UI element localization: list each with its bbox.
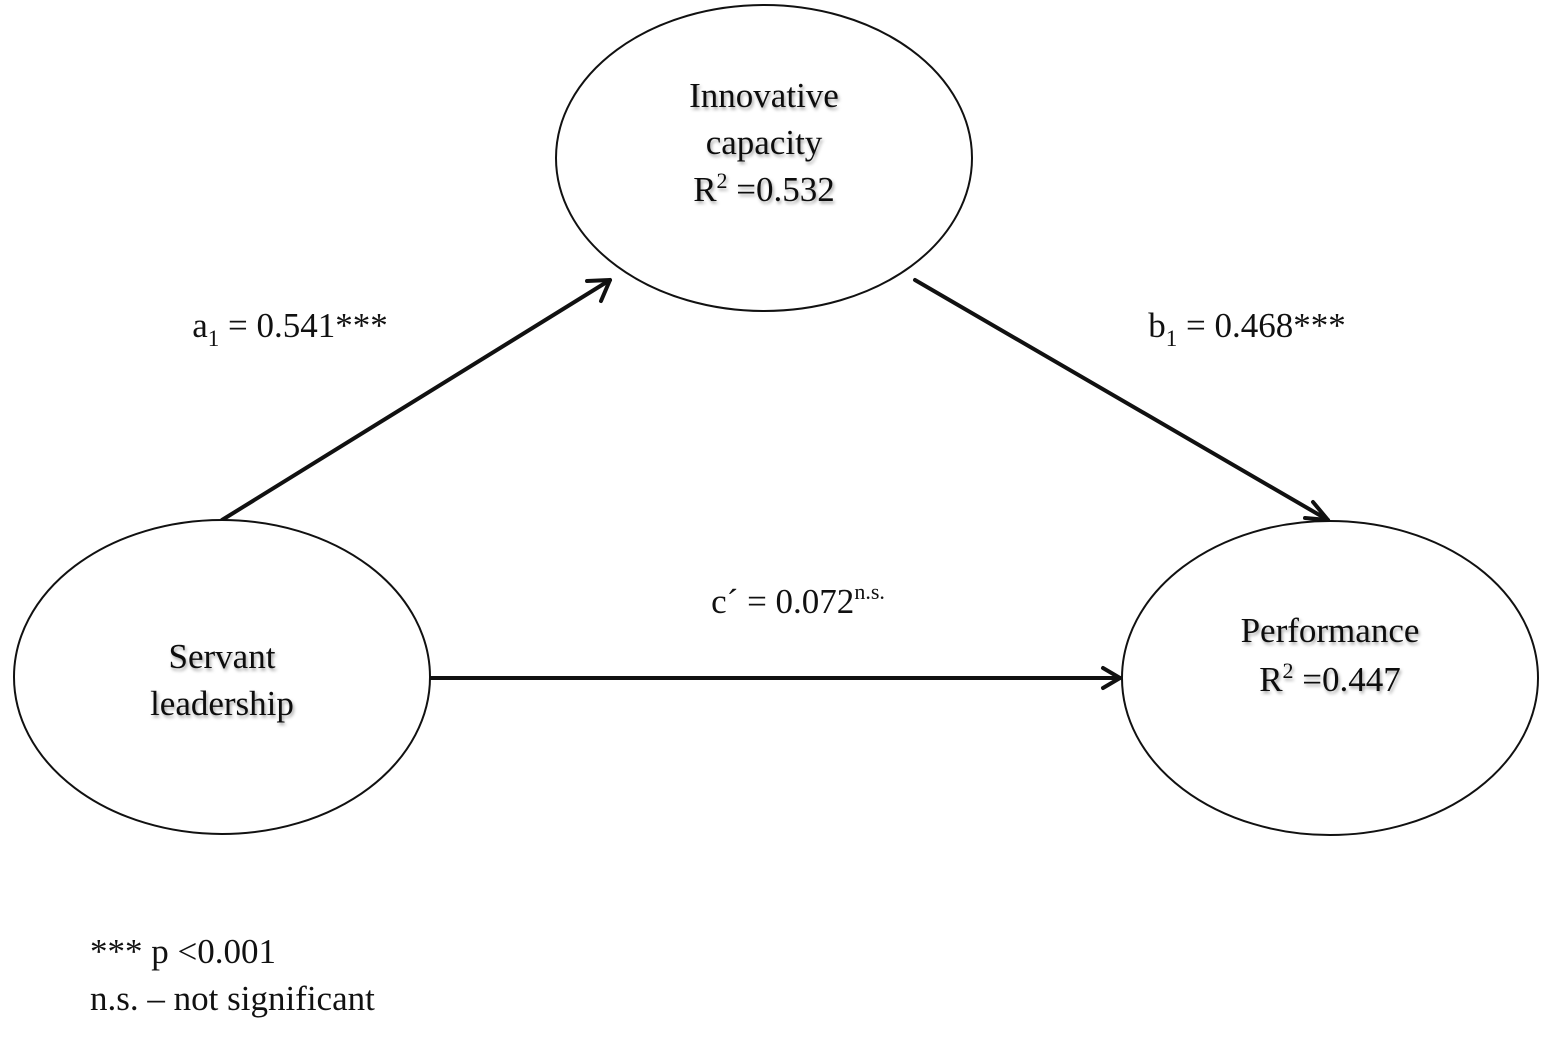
node-label-capacity: capacity bbox=[706, 123, 823, 162]
edge-label-a1: a1 = 0.541*** bbox=[192, 306, 388, 351]
node-label-performance: Performance bbox=[1241, 611, 1420, 650]
edge-label-b1: b1 = 0.468*** bbox=[1148, 306, 1346, 351]
r-squared-performance: R2 =0.447 bbox=[1259, 658, 1401, 699]
edge-label-c-prime: c´ = 0.072n.s. bbox=[711, 579, 885, 621]
arrow-servant-to-performance bbox=[428, 666, 1122, 690]
legend-p-value: *** p <0.001 bbox=[90, 932, 276, 971]
arrow-innovative-to-performance bbox=[913, 278, 1330, 522]
node-label-innovative: Innovative bbox=[689, 76, 839, 115]
node-innovative-capacity: Innovative capacity R2 =0.532 bbox=[555, 4, 973, 312]
node-label-leadership: leadership bbox=[150, 684, 294, 723]
significance-legend: *** p <0.001 n.s. – not significant bbox=[90, 928, 375, 1022]
node-label-servant: Servant bbox=[169, 637, 276, 676]
legend-not-significant: n.s. – not significant bbox=[90, 979, 375, 1018]
node-performance: Performance R2 =0.447 bbox=[1121, 520, 1539, 836]
arrow-servant-to-innovative bbox=[220, 278, 612, 522]
r-squared-innovative-capacity: R2 =0.532 bbox=[693, 168, 835, 209]
node-servant-leadership: Servant leadership bbox=[13, 519, 431, 835]
